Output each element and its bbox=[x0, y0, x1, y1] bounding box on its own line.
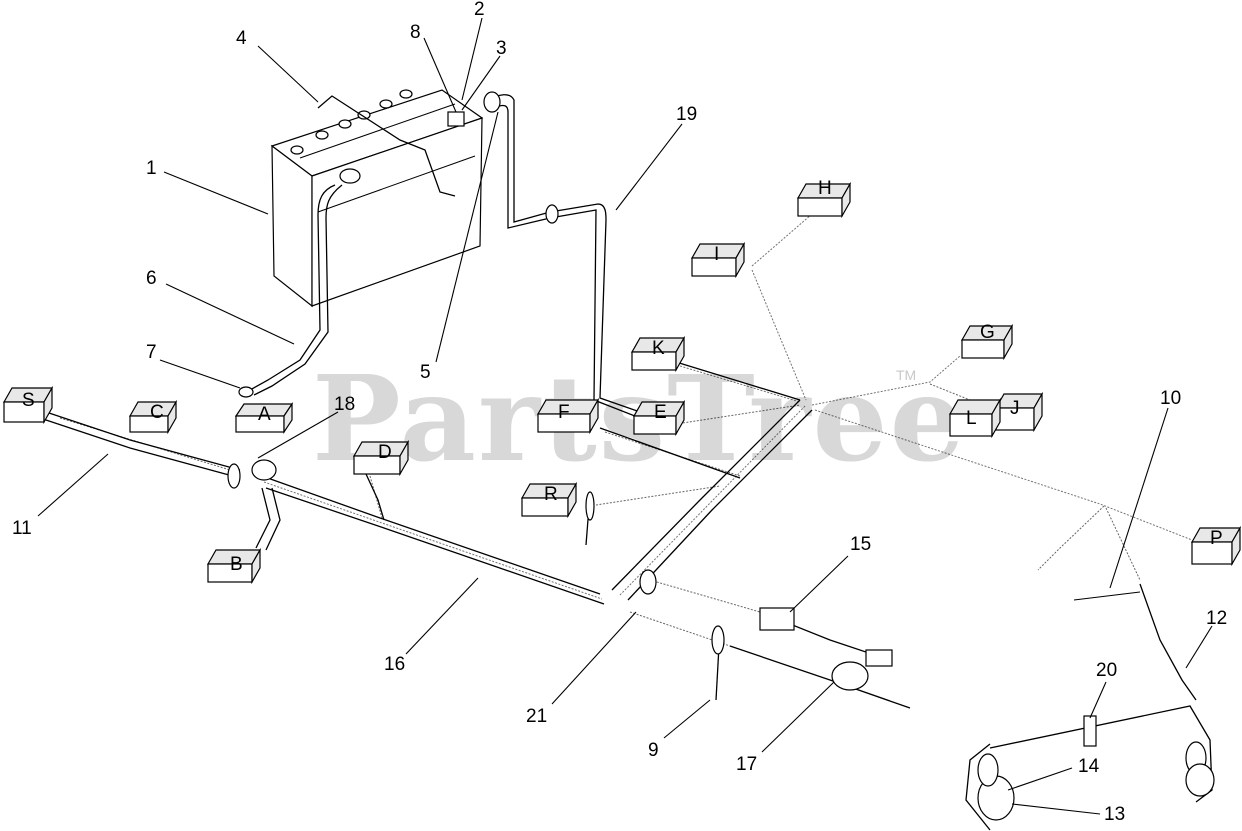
callout-3: 3 bbox=[496, 38, 507, 59]
fuse-holder-15 bbox=[759, 607, 795, 631]
svg-text:S: S bbox=[22, 390, 35, 411]
callout-1: 1 bbox=[146, 158, 157, 179]
svg-text:B: B bbox=[230, 554, 243, 575]
svg-text:D: D bbox=[378, 442, 392, 463]
svg-text:P: P bbox=[1210, 528, 1223, 549]
connector-F: F bbox=[536, 397, 600, 435]
svg-text:E: E bbox=[654, 402, 667, 423]
switch-17 bbox=[831, 661, 869, 691]
svg-text:G: G bbox=[980, 322, 995, 343]
connector-K: K bbox=[630, 335, 686, 373]
callout-14: 14 bbox=[1078, 756, 1100, 777]
connector-C: C bbox=[128, 399, 178, 435]
connector-J: J bbox=[994, 391, 1044, 433]
callout-5: 5 bbox=[420, 362, 431, 383]
callout-9: 9 bbox=[648, 740, 659, 761]
svg-text:J: J bbox=[1010, 398, 1020, 419]
connector-G: G bbox=[960, 322, 1014, 361]
callout-6: 6 bbox=[146, 268, 157, 289]
connector-S: S bbox=[2, 385, 54, 425]
svg-text:F: F bbox=[558, 402, 570, 423]
callout-15: 15 bbox=[850, 534, 871, 555]
svg-text:L: L bbox=[966, 408, 977, 429]
svg-text:R: R bbox=[544, 484, 558, 505]
headlights bbox=[965, 705, 1215, 831]
watermark-tm: TM bbox=[896, 367, 916, 383]
callout-13: 13 bbox=[1104, 804, 1125, 825]
connector-B: B bbox=[206, 547, 262, 585]
connector-E: E bbox=[632, 399, 686, 437]
callout-labels: 1 2 3 4 5 6 7 8 9 10 11 12 13 14 15 16 1… bbox=[12, 0, 1227, 825]
callout-10: 10 bbox=[1160, 388, 1181, 409]
callout-4: 4 bbox=[236, 28, 247, 49]
callout-18: 18 bbox=[334, 394, 355, 415]
callout-7: 7 bbox=[146, 342, 157, 363]
callout-8: 8 bbox=[410, 22, 421, 43]
callout-11: 11 bbox=[12, 518, 32, 539]
svg-text:C: C bbox=[150, 402, 164, 423]
svg-text:I: I bbox=[714, 244, 719, 265]
connector-L: L bbox=[948, 397, 1002, 439]
connector-P: P bbox=[1190, 525, 1242, 567]
main-harness-trunk bbox=[39, 213, 1197, 709]
callout-2: 2 bbox=[474, 0, 485, 20]
connector-I: I bbox=[690, 241, 746, 279]
connector-D: D bbox=[352, 439, 410, 477]
battery bbox=[270, 89, 484, 308]
connector-R: R bbox=[520, 481, 578, 519]
callout-16: 16 bbox=[384, 654, 405, 675]
battery-cable-positive bbox=[485, 94, 641, 413]
callout-17: 17 bbox=[736, 754, 757, 775]
connector-A: A bbox=[234, 402, 294, 434]
svg-text:K: K bbox=[652, 338, 665, 359]
leader-lines bbox=[37, 17, 1213, 815]
callout-20: 20 bbox=[1096, 660, 1117, 681]
callout-19: 19 bbox=[676, 104, 697, 125]
callout-12: 12 bbox=[1206, 608, 1227, 629]
svg-text:H: H bbox=[818, 178, 832, 199]
callout-21: 21 bbox=[526, 706, 547, 727]
svg-text:A: A bbox=[258, 404, 271, 425]
connector-H: H bbox=[796, 178, 852, 219]
battery-cable-negative bbox=[249, 184, 336, 391]
